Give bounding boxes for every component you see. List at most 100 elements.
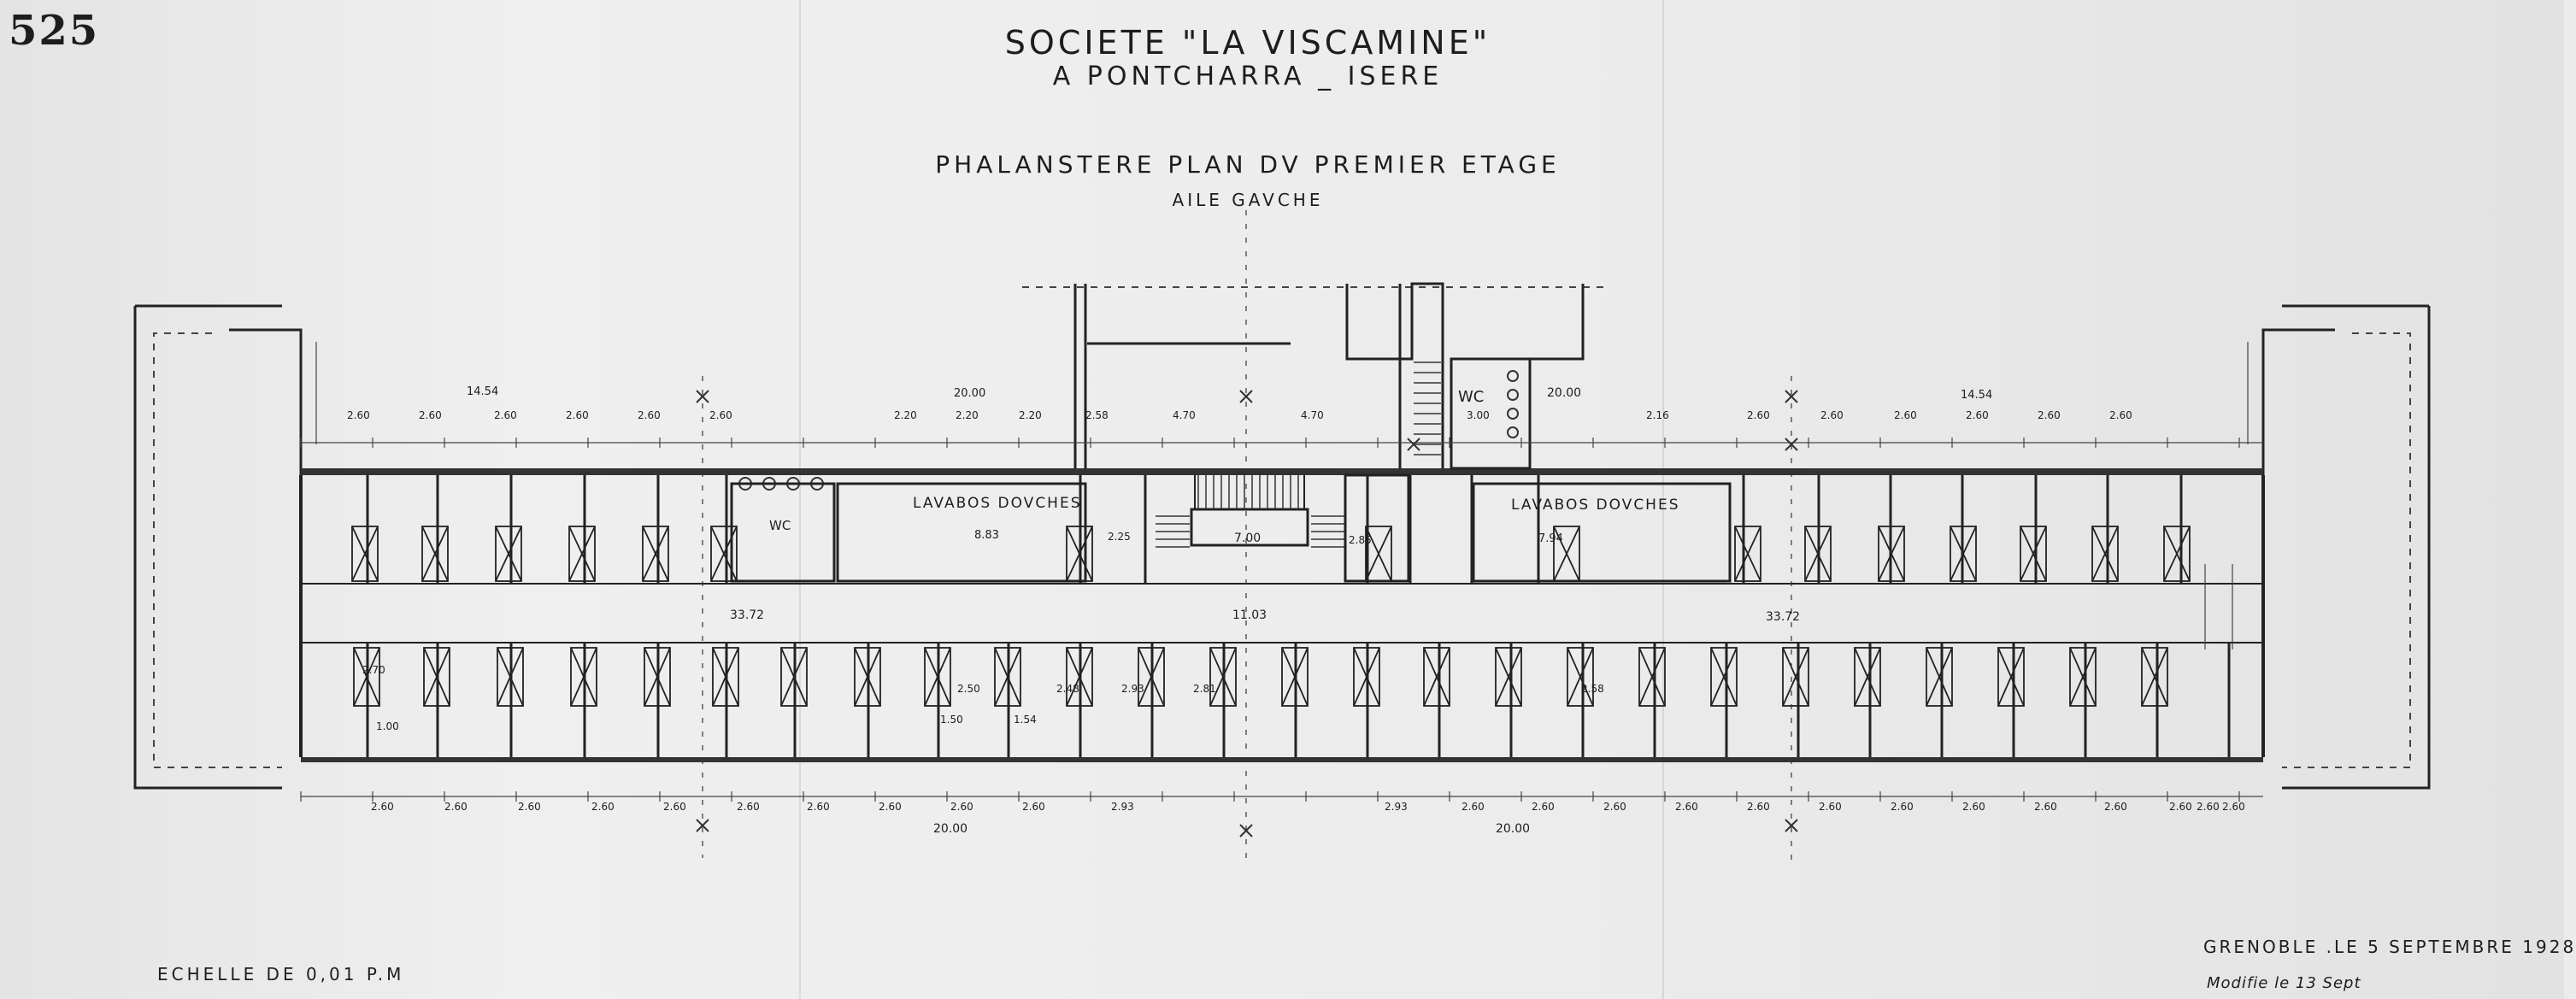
- wardrobe-cross: [1804, 526, 1832, 582]
- dimension-label: 2.93: [1111, 801, 1134, 813]
- dimension-label: 2.60: [1022, 801, 1045, 813]
- room-partitions: [366, 357, 2231, 757]
- wardrobe-cross: [2091, 526, 2119, 582]
- wardrobe: [1209, 647, 1237, 707]
- wardrobe: [1495, 647, 1522, 707]
- axis-marker: [696, 819, 709, 832]
- wardrobe-cross: [1782, 647, 1809, 707]
- date-note: GRENOBLE .LE 5 SEPTEMBRE 1928: [2203, 937, 2576, 957]
- wardrobe-cross: [1638, 647, 1666, 707]
- wardrobe: [642, 526, 669, 582]
- dimension-label: 2.60: [2197, 801, 2220, 813]
- wardrobe: [1950, 526, 1977, 582]
- washroom-left: [836, 482, 1087, 583]
- wardrobe: [1710, 647, 1738, 707]
- dim-bottom-left-total: 20.00: [933, 822, 967, 836]
- wardrobe-cross: [854, 647, 881, 707]
- corridor-block: [1344, 473, 1410, 583]
- wardrobe-cross: [1365, 526, 1392, 582]
- wardrobe: [1423, 647, 1450, 707]
- wardrobe-cross: [423, 647, 450, 707]
- wardrobe-cross: [1138, 647, 1165, 707]
- wardrobe-cross: [924, 647, 951, 707]
- wardrobe: [924, 647, 951, 707]
- wardrobe: [712, 647, 739, 707]
- wardrobe: [1553, 526, 1580, 582]
- dimension-label: 2.60: [1675, 801, 1698, 813]
- dimension-label: 2.60: [2104, 801, 2127, 813]
- wardrobe-cross: [1710, 647, 1738, 707]
- stair-treads: [1156, 361, 1441, 548]
- wardrobe-cross: [421, 526, 449, 582]
- wardrobe-cross: [495, 526, 522, 582]
- dimension-label: 2.20: [956, 409, 979, 421]
- dimension-label: 2.60: [807, 801, 830, 813]
- company-title: SOCIETE "LA VISCAMINE": [1004, 24, 1491, 62]
- dimension-label: 2.60: [1461, 801, 1485, 813]
- dimension-label: 2.60: [638, 409, 661, 421]
- room-label-washrooms-left: LAVABOS DOVCHES: [913, 495, 1082, 512]
- dimension-label: 2.58: [1581, 683, 1604, 695]
- dim-right-room-width: 7.94: [1538, 532, 1563, 545]
- dimension-label: 2.60: [1819, 801, 1842, 813]
- wardrobe: [1353, 647, 1380, 707]
- toilet-fixture: [1507, 370, 1519, 382]
- wardrobe-cross: [2163, 526, 2191, 582]
- wardrobe: [351, 526, 379, 582]
- wardrobe-cross: [1878, 526, 1905, 582]
- dimension-label: 2.20: [1019, 409, 1042, 421]
- dimension-label: 2.60: [1747, 801, 1770, 813]
- wardrobe: [1804, 526, 1832, 582]
- wardrobe-cross: [568, 526, 596, 582]
- wardrobe-cross: [644, 647, 671, 707]
- wardrobe-cross: [1926, 647, 1953, 707]
- axis-marker: [1239, 390, 1253, 403]
- room-label-washrooms-right: LAVABOS DOVCHES: [1511, 497, 1680, 514]
- axis-marker: [696, 390, 709, 403]
- dim-mid-left-total: 33.72: [730, 608, 764, 622]
- dimension-label: 2.60: [444, 801, 468, 813]
- wardrobe: [497, 647, 524, 707]
- wardrobe-cross: [1495, 647, 1522, 707]
- dimension-label: 2.60: [566, 409, 589, 421]
- wardrobe: [644, 647, 671, 707]
- wardrobe-cross: [780, 647, 808, 707]
- plan-title: PHALANSTERE PLAN DV PREMIER ETAGE: [935, 150, 1561, 179]
- wardrobe-cross: [1734, 526, 1761, 582]
- dimension-label: 2.60: [1603, 801, 1626, 813]
- wardrobe: [1365, 526, 1392, 582]
- wardrobe-cross: [1353, 647, 1380, 707]
- dimension-label: 2.25: [1108, 531, 1131, 543]
- dimension-label: 2.50: [957, 683, 980, 695]
- wardrobe: [2141, 647, 2168, 707]
- dimension-label: 4.70: [1301, 409, 1324, 421]
- wardrobe-cross: [1567, 647, 1594, 707]
- dimension-label: 2.60: [591, 801, 615, 813]
- dimension-label: 2.60: [1966, 409, 1989, 421]
- dimension-label: 2.60: [2034, 801, 2057, 813]
- wardrobe-cross: [994, 647, 1021, 707]
- dimension-label: 2.93: [1385, 801, 1408, 813]
- dimension-label: 2.70: [362, 664, 385, 676]
- wardrobe: [2020, 526, 2047, 582]
- dimension-label: 2.93: [1121, 683, 1144, 695]
- toilet-fixture: [1507, 426, 1519, 438]
- wardrobe: [2091, 526, 2119, 582]
- wardrobe: [421, 526, 449, 582]
- dimension-label: 2.48: [1056, 683, 1079, 695]
- dashed-outline: [153, 286, 2411, 768]
- wardrobe: [780, 647, 808, 707]
- dimension-label: 3.00: [1467, 409, 1490, 421]
- dim-bottom-right-total: 20.00: [1496, 822, 1530, 836]
- axis-markers: [696, 210, 1798, 863]
- wardrobe-cross: [497, 647, 524, 707]
- dim-left-room-width: 8.83: [974, 529, 999, 542]
- wardrobe-cross: [1209, 647, 1237, 707]
- wardrobe-cross: [2069, 647, 2097, 707]
- dimension-label: 2.60: [518, 801, 541, 813]
- dimension-label: 2.60: [737, 801, 760, 813]
- dim-mid-right-total: 33.72: [1766, 610, 1800, 624]
